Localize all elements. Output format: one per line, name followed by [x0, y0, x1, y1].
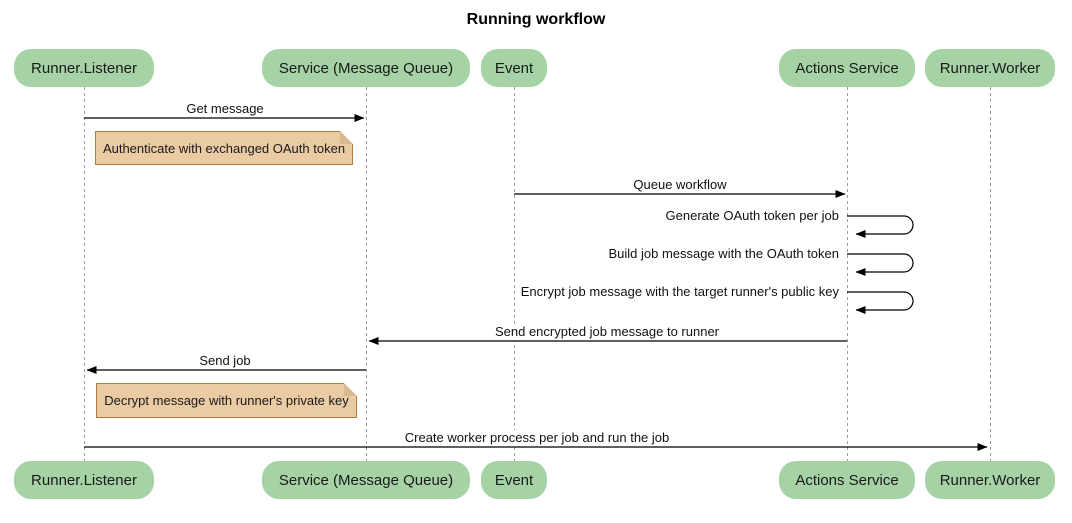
actor-top-actions-service: Actions Service [779, 49, 915, 87]
actor-top-event: Event [481, 49, 547, 87]
note-authenticate-oauth: Authenticate with exchanged OAuth token [95, 131, 353, 165]
actor-bottom-service-message-queue: Service (Message Queue) [262, 461, 470, 499]
actor-label: Service (Message Queue) [278, 59, 454, 77]
actor-label: Actions Service [795, 59, 899, 77]
actor-label: Service (Message Queue) [278, 471, 454, 489]
selfloop-encrypt-job-message [847, 291, 914, 314]
actor-label: Event [494, 471, 534, 489]
message-label-encrypt-job-message: Encrypt job message with the target runn… [517, 284, 842, 300]
diagram-title: Running workflow [466, 11, 606, 28]
actor-top-runner-listener: Runner.Listener [14, 49, 154, 87]
actor-label: Runner.Listener [31, 471, 137, 489]
actor-top-service-message-queue: Service (Message Queue) [262, 49, 470, 87]
actor-bottom-actions-service: Actions Service [779, 461, 915, 499]
note-label: Decrypt message with runner's private ke… [104, 393, 349, 408]
message-label-send-job: Send job [196, 353, 254, 369]
actor-label: Runner.Worker [939, 471, 1041, 489]
selfloop-generate-oauth-token [847, 215, 914, 238]
note-label: Authenticate with exchanged OAuth token [102, 140, 346, 156]
actor-label: Event [494, 59, 534, 77]
note-fold-corner [340, 131, 353, 144]
actor-bottom-runner-worker: Runner.Worker [925, 461, 1055, 499]
actor-top-runner-worker: Runner.Worker [925, 49, 1055, 87]
note-fold-corner [344, 383, 357, 396]
message-label-queue-workflow: Queue workflow [630, 177, 730, 193]
actor-label: Actions Service [795, 471, 899, 489]
actor-bottom-runner-listener: Runner.Listener [14, 461, 154, 499]
note-decrypt-private-key: Decrypt message with runner's private ke… [96, 383, 357, 418]
message-label-get-message: Get message [183, 101, 267, 117]
message-label-create-worker-process: Create worker process per job and run th… [401, 430, 673, 446]
message-label-send-encrypted-job-message: Send encrypted job message to runner [491, 324, 723, 340]
selfloop-build-job-message [847, 253, 914, 276]
actor-bottom-event: Event [481, 461, 547, 499]
message-label-generate-oauth-token: Generate OAuth token per job [662, 208, 842, 224]
message-label-build-job-message: Build job message with the OAuth token [605, 246, 842, 262]
actor-label: Runner.Worker [939, 59, 1041, 77]
actor-label: Runner.Listener [31, 59, 137, 77]
